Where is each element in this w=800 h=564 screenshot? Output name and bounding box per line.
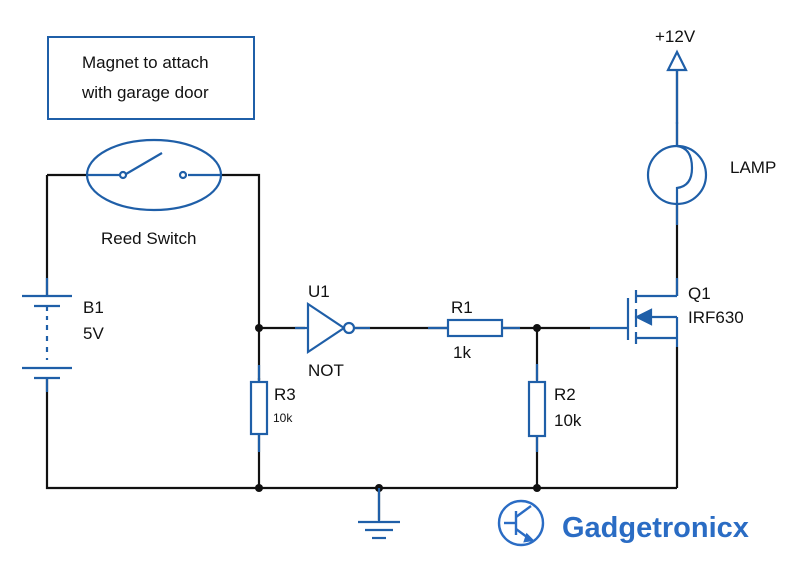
ground-symbol [358,488,400,540]
inverter-ref-label: U1 [308,282,330,301]
r1-value-label: 1k [453,343,471,362]
mosfet-ref-label: Q1 [688,284,711,303]
junctions [255,324,541,492]
resistor-r2 [527,364,547,452]
r2-ref-label: R2 [554,385,576,404]
r3-value-label: 10k [273,411,293,425]
junction-dot [533,324,541,332]
reed-switch-label: Reed Switch [101,229,196,248]
logo: Gadgetronicx [497,499,749,547]
supply-label: +12V [655,27,696,46]
lamp-label: LAMP [730,158,776,177]
wires [45,60,679,520]
reed-switch [85,138,223,212]
lamp [646,122,708,225]
logo-transistor-icon [497,499,545,547]
battery-b1 [22,278,72,392]
r1-ref-label: R1 [451,298,473,317]
supply-arrow [666,49,688,124]
logo-text: Gadgetronicx [562,512,749,544]
inverter-u1 [295,301,370,355]
inverter-type-label: NOT [308,361,344,380]
mosfet-part-label: IRF630 [688,308,744,327]
battery-value-label: 5V [83,324,104,343]
resistor-r1 [428,318,520,338]
magnet-note-line-1: Magnet to attach [82,53,209,72]
r2-value-label: 10k [554,411,582,430]
mosfet-q1 [590,278,679,347]
wire-right-of-reed [221,173,261,488]
wire-ground-bus [45,378,677,490]
junction-dot [255,484,263,492]
resistor-r3 [249,365,269,452]
battery-ref-label: B1 [83,298,104,317]
r3-ref-label: R3 [274,385,296,404]
magnet-note-line-2: with garage door [82,83,209,102]
junction-dot [255,324,263,332]
junction-dot [533,484,541,492]
magnet-note-box: Magnet to attach with garage door [47,36,255,120]
